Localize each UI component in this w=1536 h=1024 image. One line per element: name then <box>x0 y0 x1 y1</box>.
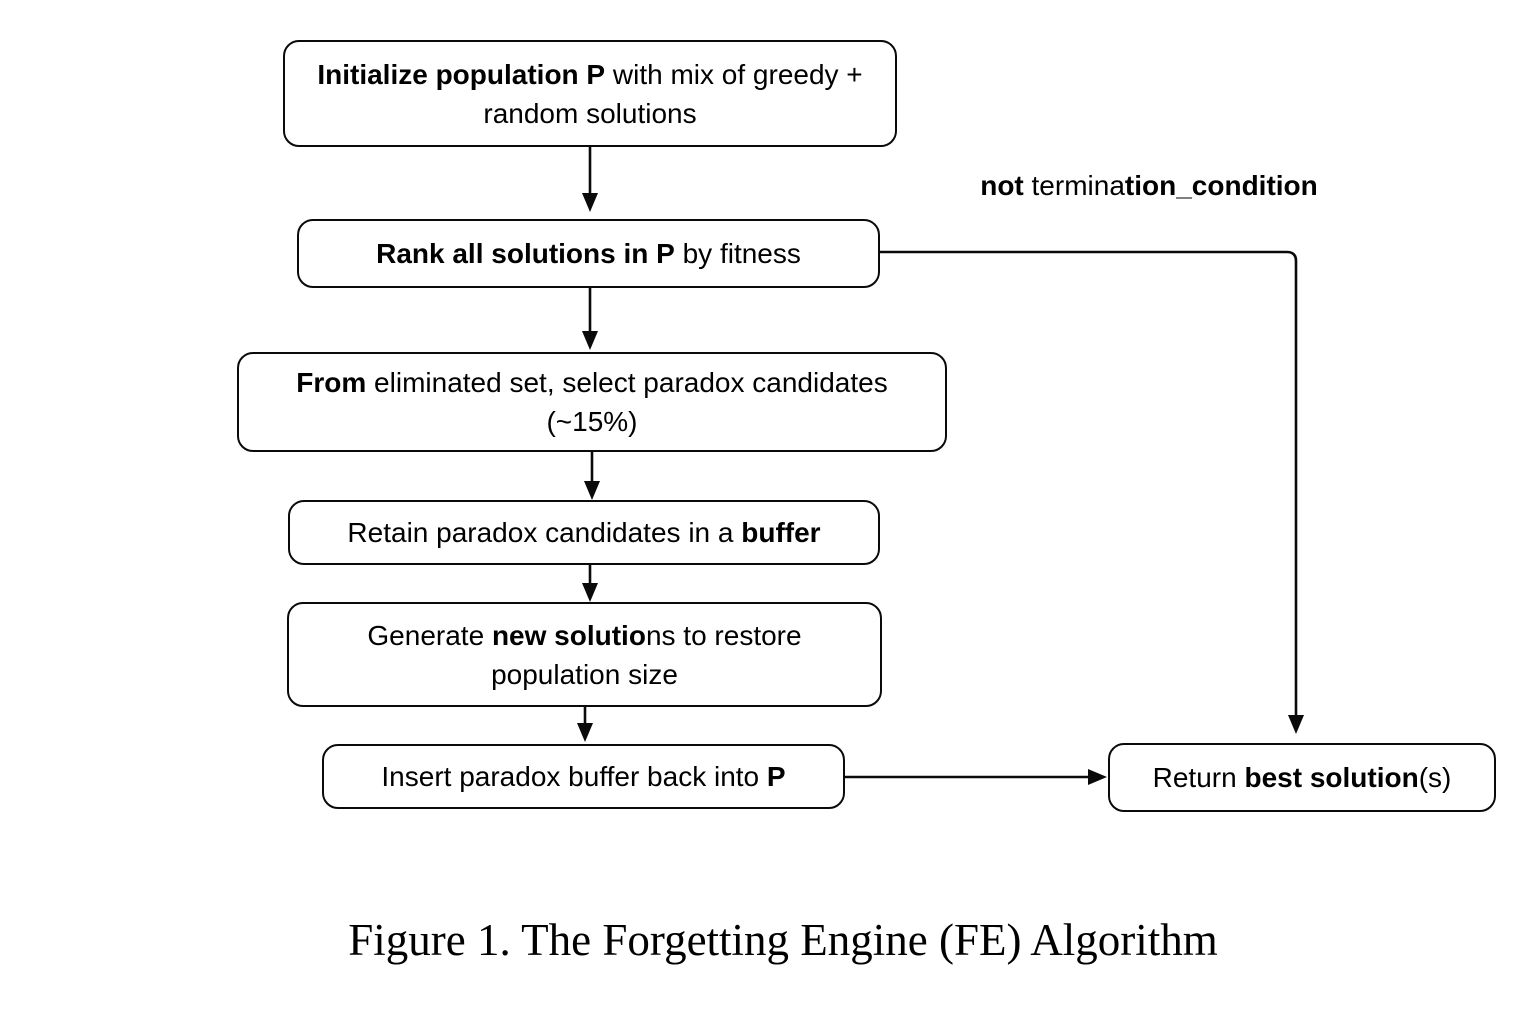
loop-rank-to-return-line <box>880 250 1298 716</box>
arrow-retain-to-generate-head <box>582 583 598 602</box>
node-text: Rank all solutions in P by fitness <box>376 234 801 273</box>
node-text-regular: Return <box>1152 762 1245 793</box>
node-rank-solutions: Rank all solutions in P by fitness <box>297 219 880 288</box>
node-text-regular: eliminated set, select paradox candidate… <box>366 367 888 437</box>
node-text: Initialize population P with mix of gree… <box>301 55 879 133</box>
node-text-regular: Retain paradox candidates in a <box>347 517 742 548</box>
node-text-bold: best solution <box>1244 762 1419 793</box>
node-text-bold: new solutio <box>491 619 646 651</box>
node-text-regular: with mix of greedy + random solutions <box>483 58 863 129</box>
node-text-regular: by fitness <box>674 238 801 269</box>
arrow-insert-to-return-head <box>1088 769 1107 785</box>
loop-label-bold: tion_condition <box>1124 170 1318 201</box>
node-text-bold: Initialize population P <box>317 58 606 90</box>
arrow-select-to-retain-head <box>584 481 600 500</box>
node-text-bold: buffer <box>741 517 821 548</box>
loop-condition-label: not termination_condition <box>953 168 1345 204</box>
node-initialize-population: Initialize population P with mix of gree… <box>283 40 897 147</box>
node-text-regular: (s) <box>1418 762 1452 793</box>
node-text: Return best solution(s) <box>1153 758 1452 797</box>
node-text: From eliminated set, select paradox cand… <box>255 363 929 441</box>
node-text-bold: P <box>766 761 786 792</box>
node-text-bold: Rank all solutions in P <box>376 238 675 269</box>
arrow-init-to-rank-head <box>582 193 598 212</box>
node-select-paradox-candidates: From eliminated set, select paradox cand… <box>237 352 947 452</box>
node-text-regular: Generate <box>367 619 492 651</box>
node-text-regular: ns to restore population size <box>491 619 802 690</box>
loop-label-bold: not <box>980 170 1032 201</box>
arrow-rank-to-select-head <box>582 331 598 350</box>
node-return-best-solution: Return best solution(s) <box>1108 743 1496 812</box>
node-text-bold: From <box>296 367 367 398</box>
node-text: Insert paradox buffer back into P <box>381 757 785 796</box>
arrow-generate-to-insert-head <box>577 723 593 742</box>
loop-rank-to-return-head <box>1288 715 1304 734</box>
node-generate-new-solutions: Generate new solutions to restore popula… <box>287 602 882 707</box>
node-text-regular: Insert paradox buffer back into <box>381 761 767 792</box>
loop-label-regular: termina <box>1031 170 1125 201</box>
node-insert-buffer: Insert paradox buffer back into P <box>322 744 845 809</box>
node-text: Retain paradox candidates in a buffer <box>347 513 820 552</box>
node-retain-buffer: Retain paradox candidates in a buffer <box>288 500 880 565</box>
figure-caption: Figure 1. The Forgetting Engine (FE) Alg… <box>348 915 1218 965</box>
node-text: Generate new solutions to restore popula… <box>305 616 864 694</box>
